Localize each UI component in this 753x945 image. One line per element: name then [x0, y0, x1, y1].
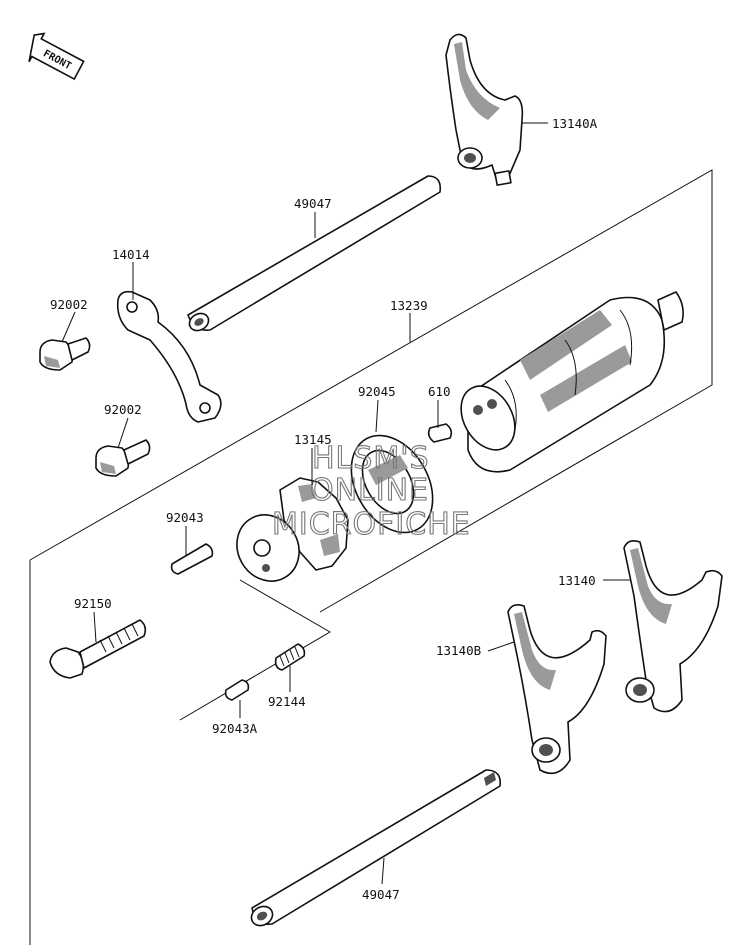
label-13140b: 13140B [436, 643, 481, 658]
label-92150: 92150 [74, 596, 112, 611]
part-labels: 13140A 49047 14014 92002 13239 92002 920… [50, 116, 598, 902]
label-92043: 92043 [166, 510, 204, 525]
label-610: 610 [428, 384, 451, 399]
label-92144: 92144 [268, 694, 306, 709]
watermark-line-1: HLSM'S [312, 441, 430, 476]
shift-fork-13140 [623, 540, 723, 713]
spring-92144 [274, 643, 306, 671]
shift-fork-13140a [445, 33, 524, 186]
watermark-line-3: MICROFICHE [272, 507, 471, 542]
label-13140a: 13140A [552, 116, 598, 131]
label-13145: 13145 [294, 432, 332, 447]
label-49047-top: 49047 [294, 196, 332, 211]
shift-drum-13239 [460, 291, 684, 473]
label-92045: 92045 [358, 384, 396, 399]
bolt-92002-lower [95, 439, 151, 477]
leader-lines [61, 122, 630, 885]
label-13239: 13239 [390, 298, 428, 313]
label-92002-lower: 92002 [104, 402, 142, 417]
pin-610 [427, 423, 453, 443]
watermark-line-2: ONLINE [310, 473, 429, 508]
shift-rod-bottom [250, 769, 502, 927]
front-direction-badge: FRONT [28, 32, 85, 81]
label-49047-bottom: 49047 [362, 887, 400, 902]
label-92002-upper: 92002 [50, 297, 88, 312]
front-arrow-icon [28, 32, 85, 81]
bolt-92150 [49, 619, 147, 679]
shift-rod-top [187, 175, 442, 332]
shift-fork-13140b [507, 604, 607, 775]
pin-92043a [224, 679, 250, 701]
pin-92043 [170, 543, 214, 575]
bolt-92002-upper [39, 337, 91, 371]
label-14014: 14014 [112, 247, 150, 262]
stopper-plate-14014 [116, 290, 222, 423]
detent-outline [179, 579, 331, 721]
label-13140: 13140 [558, 573, 596, 588]
bearing-92045 [350, 434, 434, 534]
operating-plate-13145 [236, 477, 349, 582]
assembly-outline [29, 169, 713, 613]
label-92043a: 92043A [212, 721, 258, 736]
watermark: HLSM'S ONLINE MICROFICHE [271, 440, 471, 542]
